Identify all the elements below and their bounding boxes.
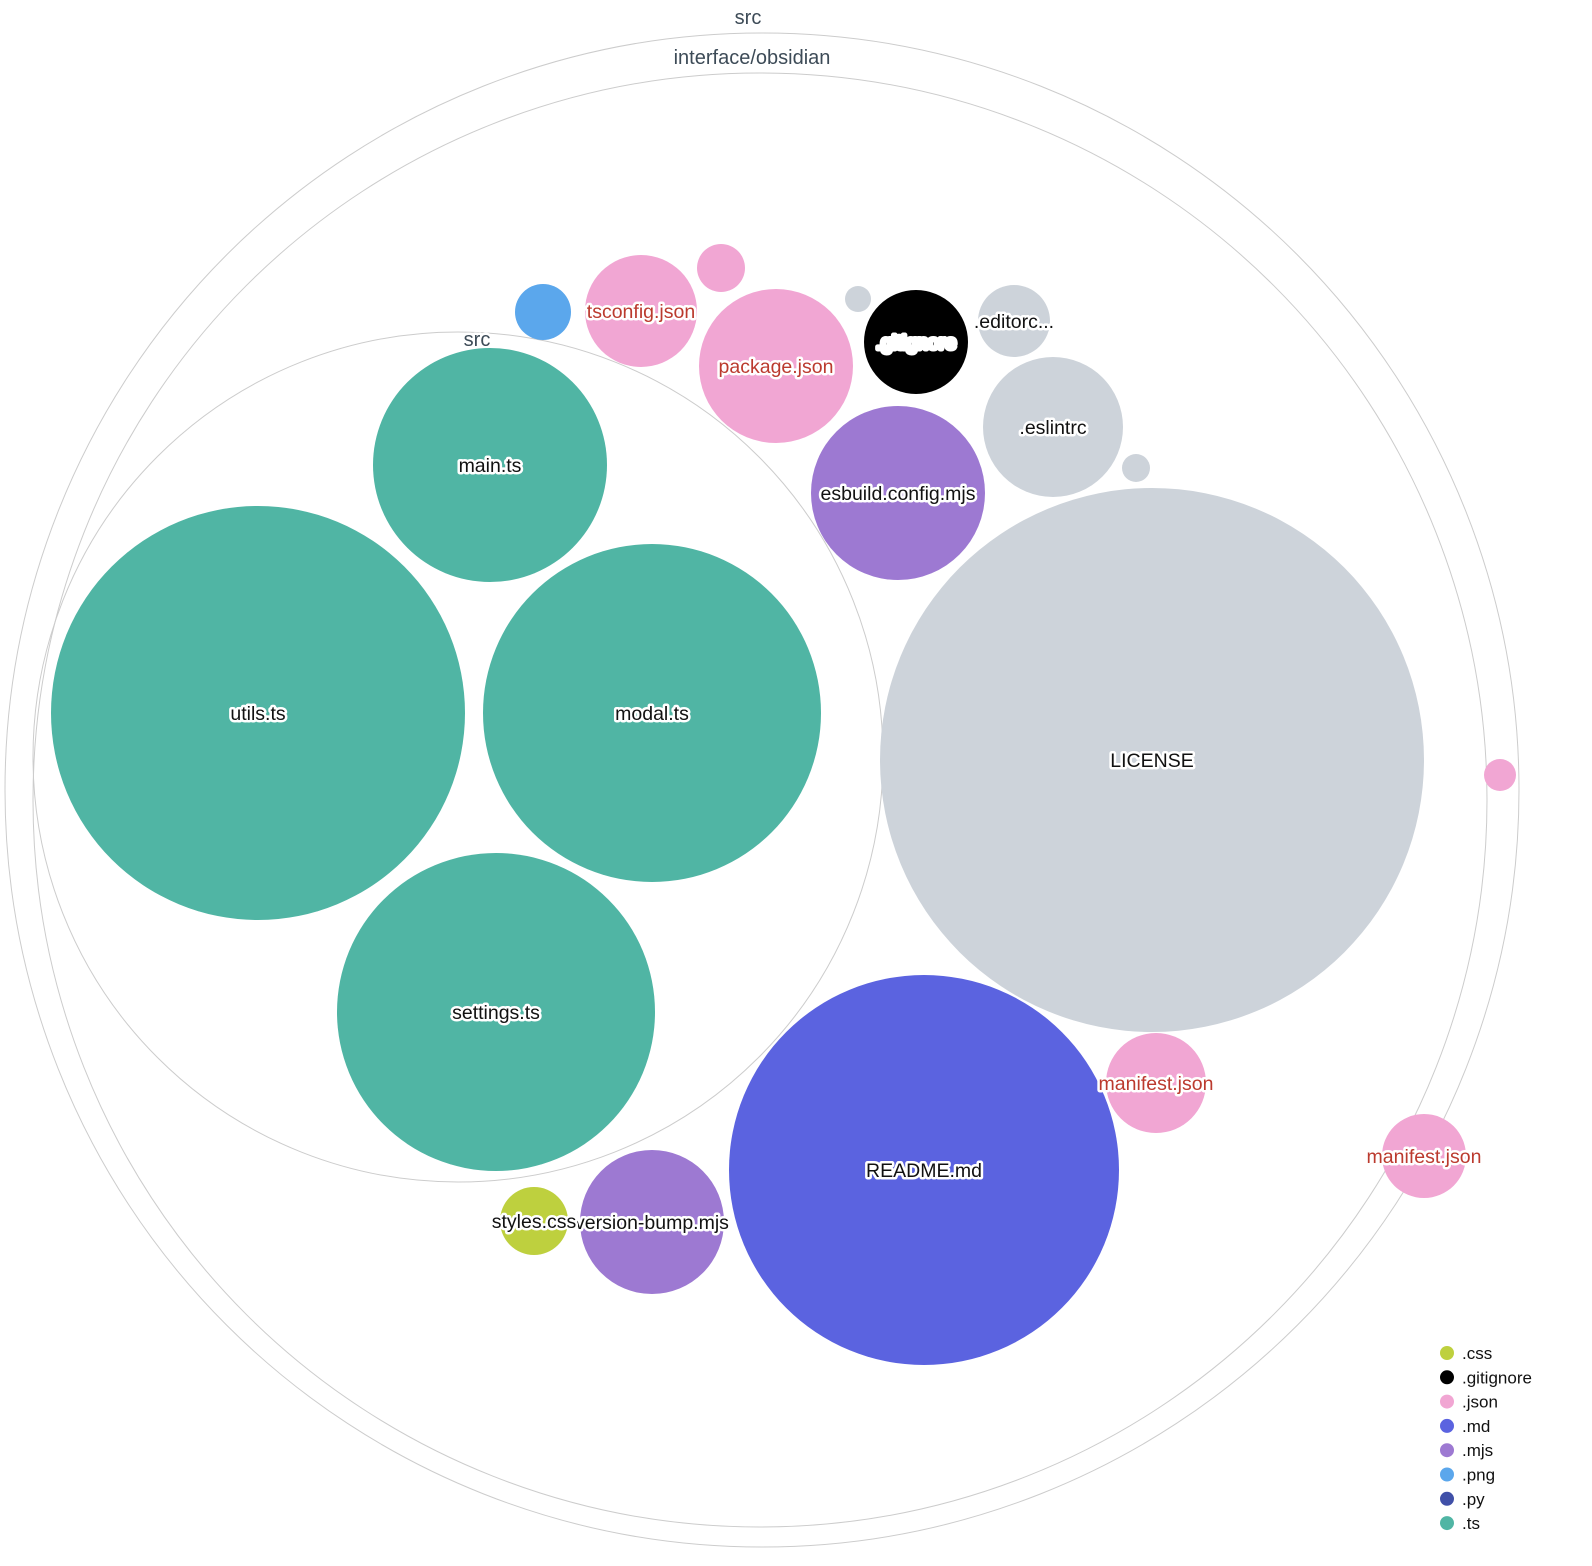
file-circle-manifest-json <box>1382 1114 1466 1198</box>
file-circle-package-json <box>699 289 853 443</box>
file-label-gitignore: .gitignore <box>876 332 956 354</box>
file-label-manifest-json: manifest.json <box>1367 1146 1482 1168</box>
legend-label-mjs: .mjs <box>1462 1441 1493 1460</box>
file-circle-unlabeled-15 <box>1484 759 1516 791</box>
file-label-readme-md: README.md <box>866 1160 982 1182</box>
legend-label-gitignore: .gitignore <box>1462 1368 1532 1387</box>
file-circle-license <box>880 488 1424 1032</box>
file-circle-version-bump-mjs <box>580 1150 724 1294</box>
legend-dot-png <box>1440 1467 1454 1482</box>
file-circle-eslintrc <box>983 357 1123 497</box>
legend-dot-ts <box>1440 1516 1454 1531</box>
file-label-license: LICENSE <box>1110 750 1193 772</box>
legend-label-json: .json <box>1462 1393 1498 1412</box>
folder-label-src-inner: src <box>464 329 491 351</box>
file-circle-utils-ts <box>51 506 465 920</box>
file-label-eslintrc: .eslintrc <box>1019 417 1086 439</box>
file-label-main-ts: main.ts <box>459 455 522 477</box>
file-circle-settings-ts <box>337 853 655 1171</box>
file-circle-unlabeled-4 <box>845 286 871 312</box>
file-circle-readme-md <box>729 975 1119 1365</box>
legend-dot-py <box>1440 1491 1454 1506</box>
folder-label-src-root: src <box>735 7 762 29</box>
legend-dot-json <box>1440 1394 1454 1409</box>
file-label-settings-ts: settings.ts <box>452 1002 540 1024</box>
file-circle-unlabeled-8 <box>1122 454 1150 482</box>
legend-label-md: .md <box>1462 1417 1490 1436</box>
folder-circle-interface-obsidian <box>32 72 1488 1528</box>
file-circle-tsconfig-json <box>585 255 697 367</box>
file-circle-editorc <box>978 285 1050 357</box>
file-label-version-bump-mjs: version-bump.mjs <box>575 1212 729 1234</box>
folder-label-interface-obsidian: interface/obsidian <box>674 47 831 69</box>
legend-label-ts: .ts <box>1462 1514 1480 1533</box>
file-label-utils-ts: utils.ts <box>230 703 286 725</box>
file-label-tsconfig-json: tsconfig.json <box>587 301 695 323</box>
legend-label-png: .png <box>1462 1466 1495 1485</box>
file-label-editorc: .editorc... <box>974 311 1054 333</box>
file-label-esbuild-config-mjs: esbuild.config.mjs <box>821 483 976 505</box>
legend-dot-mjs <box>1440 1443 1454 1458</box>
file-circle-unlabeled-2 <box>697 244 745 292</box>
file-circle-gitignore <box>864 290 968 394</box>
file-label-package-json: package.json <box>719 356 834 378</box>
file-circle-styles-css <box>500 1187 568 1255</box>
file-circle-unlabeled-0 <box>515 284 571 340</box>
file-label-modal-ts: modal.ts <box>615 703 689 725</box>
legend-dot-css <box>1440 1346 1454 1360</box>
file-circle-manifest-json <box>1106 1033 1206 1133</box>
file-circle-esbuild-config-mjs <box>811 406 985 580</box>
file-label-manifest-json: manifest.json <box>1099 1073 1214 1095</box>
legend-dot-md <box>1440 1418 1454 1433</box>
legend-label-py: .py <box>1462 1490 1485 1509</box>
file-label-styles-css: styles.css <box>492 1211 577 1233</box>
folder-circle-src-root <box>4 32 1520 1548</box>
legend-dot-gitignore <box>1440 1370 1454 1385</box>
file-circle-main-ts <box>373 348 607 582</box>
file-circle-modal-ts <box>483 544 821 882</box>
legend-label-css: .css <box>1462 1344 1492 1363</box>
